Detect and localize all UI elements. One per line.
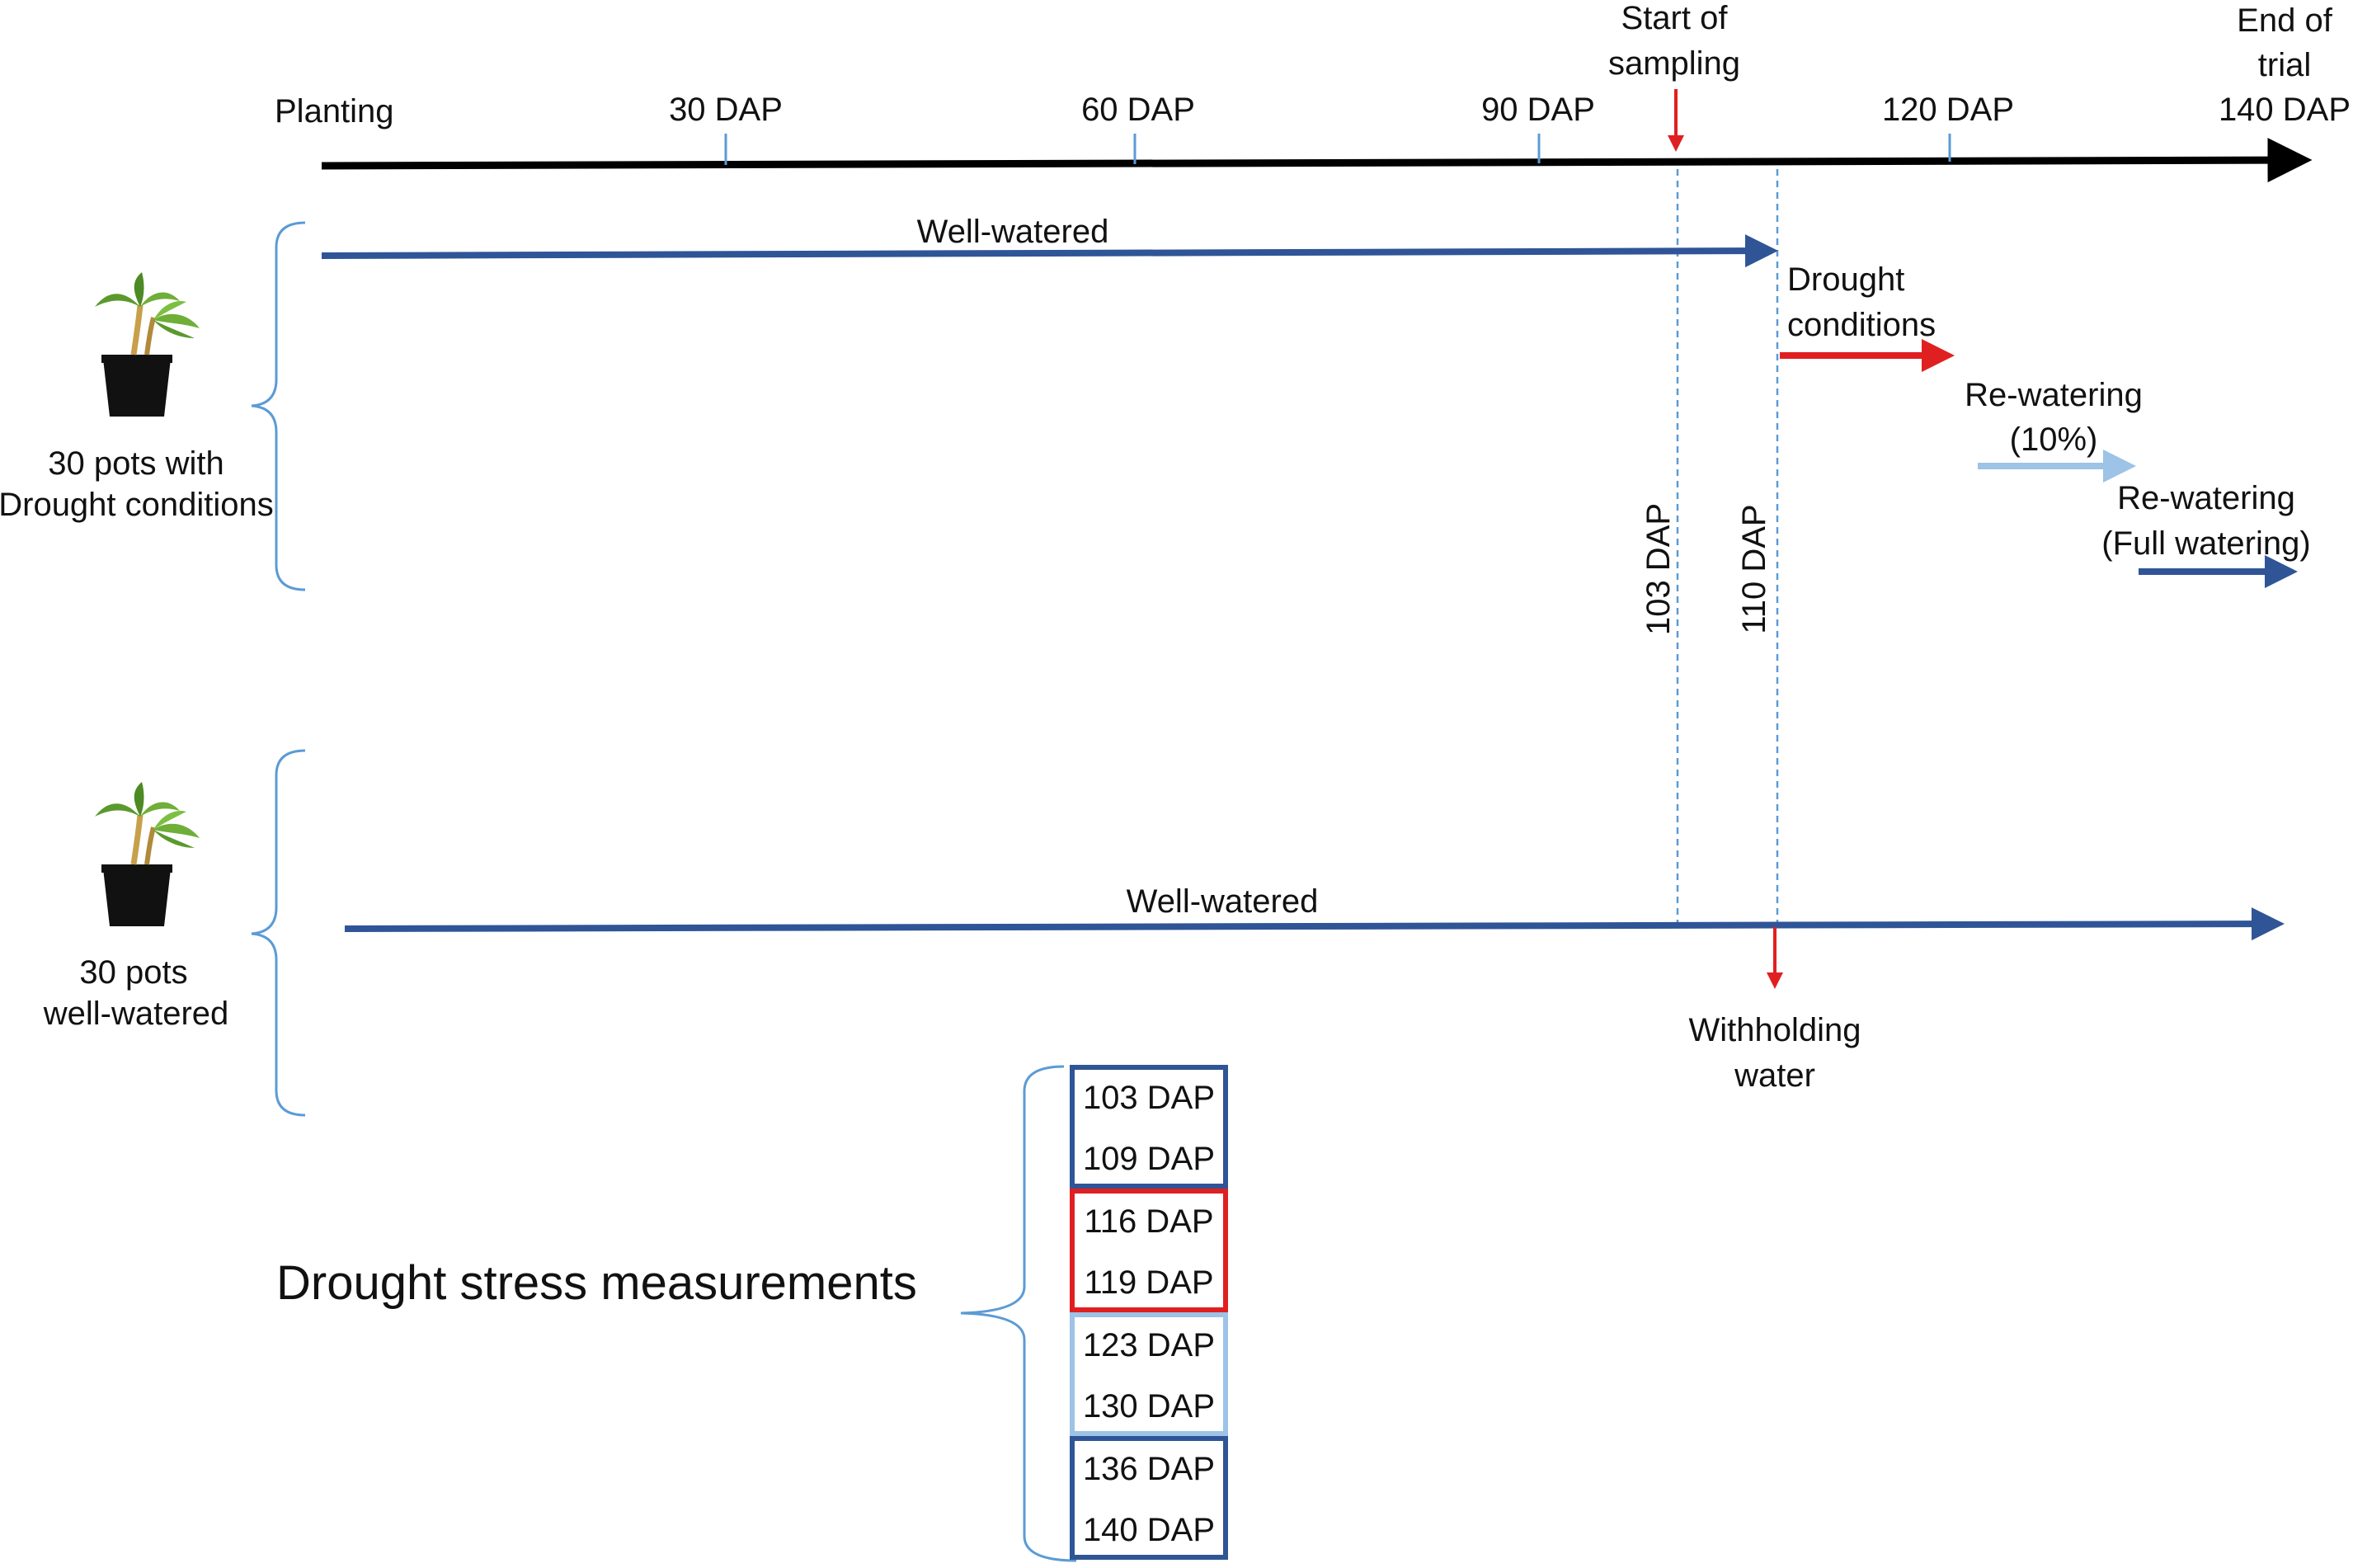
measurement-box-3 [1070,1312,1228,1436]
tick-label-30-dap: 30 DAP [669,92,783,128]
drought-group-label-line2: Drought conditions [0,487,274,523]
main-timeline-arrow [321,138,2313,183]
drought-group-label-line1: 30 pots with [48,445,224,482]
measurement-box-1 [1070,1065,1228,1189]
measurement-boxes: 103 DAP 109 DAP 116 DAP 119 DAP 123 DAP 130 D… [1070,1065,1228,1560]
withholding-water-label-line1: Withholding [1688,1012,1861,1048]
measurement-day-label: 116 DAP [1084,1203,1213,1240]
start-sampling-label-line1: Start of [1621,0,1729,36]
marker-label-103-dap: 103 DAP [1640,503,1677,635]
measurement-day-label: 119 DAP [1084,1264,1213,1301]
start-sampling-label-line2: sampling [1608,45,1740,82]
control-group-well-watered-arrow [344,907,2285,941]
measurement-box-4 [1070,1436,1228,1560]
plant-pot-icon [95,782,200,926]
end-trial-label-line3: 140 DAP [2219,92,2351,128]
rewatering-10-label-line1: Re-watering [1965,377,2143,413]
withholding-water-label-line2: water [1734,1057,1815,1094]
measurement-day-label: 136 DAP [1083,1451,1215,1487]
drought-group-well-watered-arrow [321,234,1778,268]
drought-group-well-watered-label: Well-watered [917,214,1109,250]
measurement-day-label: 109 DAP [1083,1141,1215,1177]
tick-label-120-dap: 120 DAP [1882,92,2014,128]
drought-group-brace [251,221,306,591]
rewatering-full-label-line2: (Full watering) [2101,525,2310,562]
tick-label-60-dap: 60 DAP [1081,92,1195,128]
measurement-box-2 [1070,1189,1228,1312]
tick-label-90-dap: 90 DAP [1481,92,1595,128]
measurements-brace [960,1065,1077,1562]
measurement-day-label: 103 DAP [1083,1080,1215,1116]
plant-pot-icon [95,272,200,417]
control-group-label-line1: 30 pots [79,954,187,991]
drought-conditions-label-line2: conditions [1787,307,1936,343]
control-group-label-line2: well-watered [43,996,229,1032]
marker-label-110-dap: 110 DAP [1736,504,1772,633]
end-trial-label-line1: End of [2237,2,2333,39]
drought-conditions-label-line1: Drought [1787,261,1904,298]
measurements-title: Drought stress measurements [276,1256,917,1310]
rewatering-10-label-line2: (10%) [2010,421,2098,458]
planting-label: Planting [275,93,394,129]
measurement-day-label: 123 DAP [1083,1327,1215,1363]
end-trial-label-line2: trial [2258,47,2311,83]
measurement-day-label: 130 DAP [1083,1388,1215,1424]
control-group-well-watered-label: Well-watered [1127,883,1319,920]
control-group-brace [251,749,306,1117]
rewatering-full-label-line1: Re-watering [2117,480,2295,516]
measurement-day-label: 140 DAP [1083,1512,1215,1548]
